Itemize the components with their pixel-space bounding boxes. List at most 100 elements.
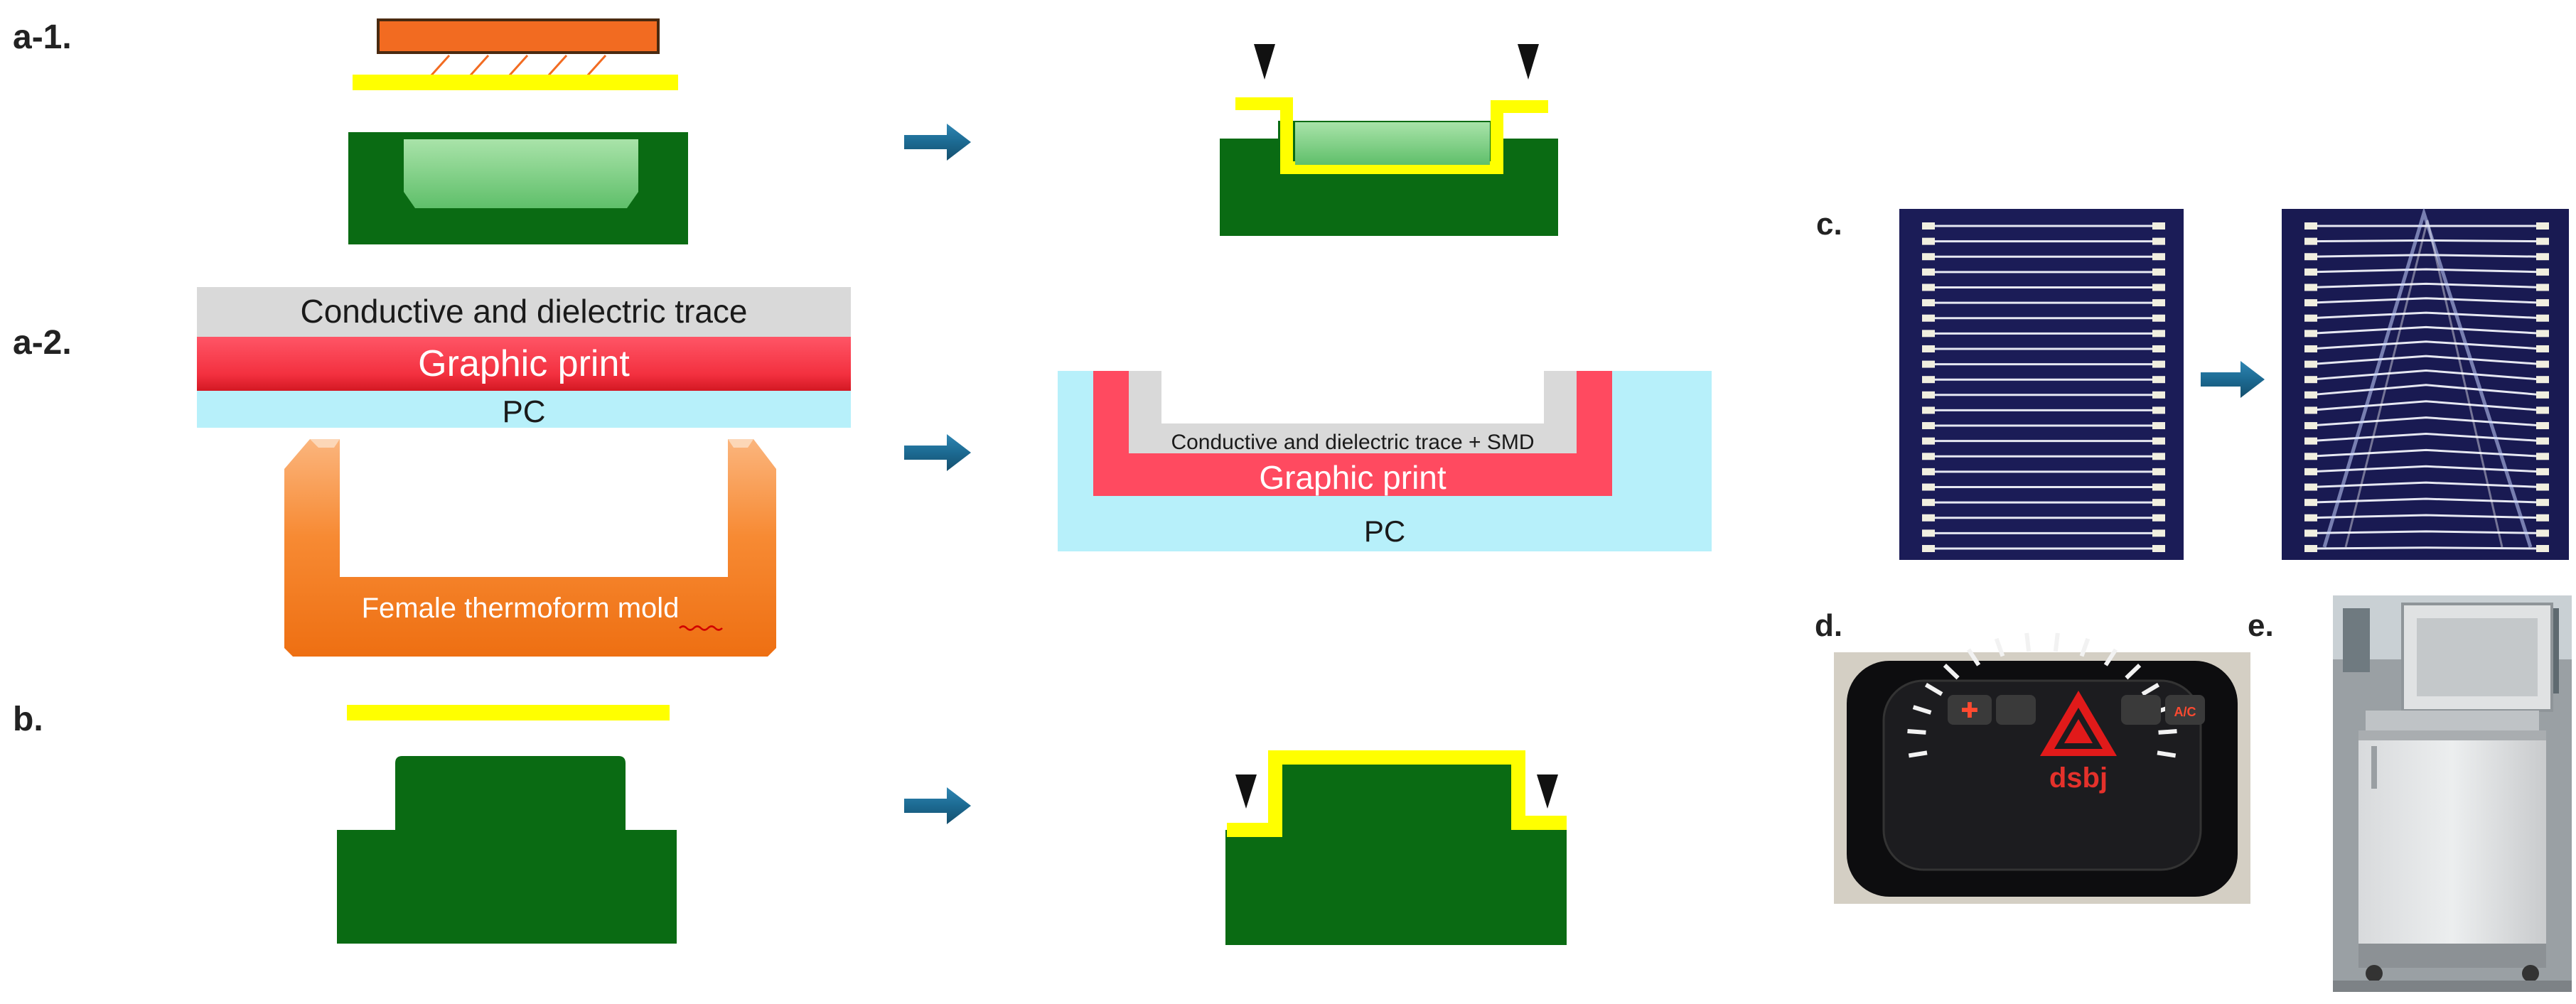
contact-pad bbox=[2152, 237, 2165, 245]
wire-trace bbox=[2309, 530, 2543, 534]
contact-pad bbox=[2304, 268, 2317, 276]
label-e: e. bbox=[2248, 608, 2274, 643]
contact-pad bbox=[2152, 376, 2165, 384]
indicator-dash bbox=[2024, 632, 2032, 652]
contact-pad bbox=[2152, 391, 2165, 399]
contact-pad bbox=[2152, 483, 2165, 491]
label-a2: a-2. bbox=[13, 324, 72, 362]
indicator-dash bbox=[1967, 648, 1981, 666]
button-icon bbox=[1948, 695, 1992, 725]
indicator-dash bbox=[2079, 637, 2091, 657]
contact-pad bbox=[2536, 330, 2549, 338]
contact-pad bbox=[2152, 468, 2165, 475]
indicator-dash bbox=[2141, 683, 2160, 696]
contact-pad bbox=[2152, 437, 2165, 445]
contact-pad bbox=[1922, 299, 1935, 307]
contact-pad bbox=[2536, 422, 2549, 430]
contact-pad bbox=[2304, 529, 2317, 537]
contact-pad bbox=[2152, 529, 2165, 537]
contact-pad bbox=[2152, 268, 2165, 276]
indicator-dash bbox=[2103, 648, 2118, 666]
graphic-layer bbox=[197, 337, 851, 391]
pc-label-formed: PC bbox=[1364, 514, 1405, 548]
button-icon bbox=[1996, 695, 2036, 725]
right-arrow-icon bbox=[904, 434, 971, 471]
indicator-dash bbox=[1943, 664, 1960, 680]
indicator-dash bbox=[2157, 750, 2177, 758]
contact-pad bbox=[2536, 345, 2549, 352]
contact-pad bbox=[2536, 284, 2549, 291]
contact-pad bbox=[1922, 545, 1935, 552]
contact-pad bbox=[1922, 499, 1935, 507]
contact-pad bbox=[1922, 453, 1935, 460]
mold-label: Female thermoform mold bbox=[362, 593, 680, 624]
indicator-dash bbox=[2053, 632, 2060, 652]
contact-pad bbox=[1922, 468, 1935, 475]
contact-pad bbox=[1922, 268, 1935, 276]
wire-trace bbox=[2309, 369, 2543, 381]
a1-result bbox=[1220, 97, 1558, 236]
contact-pad bbox=[2152, 406, 2165, 414]
contact-pad bbox=[2536, 453, 2549, 460]
contact-pad bbox=[1922, 391, 1935, 399]
trace-smd-label: Conductive and dielectric trace + SMD bbox=[1171, 431, 1534, 454]
b-film bbox=[347, 705, 670, 720]
label-b: b. bbox=[13, 701, 43, 738]
graphic-label: Graphic print bbox=[418, 343, 630, 384]
contact-pad bbox=[1922, 406, 1935, 414]
contact-pad bbox=[1922, 222, 1935, 230]
contact-pad bbox=[1922, 284, 1935, 291]
contact-pad bbox=[2152, 499, 2165, 507]
contact-pad bbox=[2152, 284, 2165, 291]
brand-logo: dsbj bbox=[2049, 762, 2108, 794]
contact-pad bbox=[2304, 483, 2317, 491]
contact-pad bbox=[2536, 222, 2549, 230]
contact-pad bbox=[1922, 360, 1935, 368]
indicator-dash bbox=[1994, 637, 2005, 657]
down-triangle-icon bbox=[1235, 774, 1257, 809]
contact-pad bbox=[2536, 268, 2549, 276]
warning-triangle-icon bbox=[2040, 691, 2117, 756]
contact-pad bbox=[1922, 529, 1935, 537]
indicator-dash bbox=[2125, 664, 2142, 680]
wire-trace bbox=[2309, 254, 2543, 258]
contact-pad bbox=[1922, 314, 1935, 322]
contact-pad bbox=[1922, 376, 1935, 384]
wire-trace bbox=[2309, 268, 2543, 274]
contact-pad bbox=[2304, 545, 2317, 552]
right-arrow-icon bbox=[904, 787, 971, 824]
wire-trace bbox=[2309, 514, 2543, 519]
pc-layer bbox=[197, 391, 851, 428]
contact-pad bbox=[2304, 330, 2317, 338]
wire-trace bbox=[2309, 340, 2543, 350]
contact-pad bbox=[2304, 514, 2317, 522]
indicator-dash bbox=[1907, 729, 1926, 735]
label-d: d. bbox=[1815, 608, 1842, 643]
contact-pad bbox=[2536, 391, 2549, 399]
contact-pad bbox=[2536, 483, 2549, 491]
contact-pad bbox=[2536, 299, 2549, 307]
wire-trace bbox=[2309, 325, 2543, 335]
contact-pad bbox=[2152, 314, 2165, 322]
contact-pad bbox=[2536, 545, 2549, 552]
contact-pad bbox=[2304, 422, 2317, 430]
wire-trace bbox=[2309, 311, 2543, 320]
contact-pad bbox=[2152, 514, 2165, 522]
indicator-dash bbox=[1924, 683, 1943, 696]
contact-pad bbox=[2152, 422, 2165, 430]
wire-trace bbox=[2309, 384, 2543, 396]
a1-film bbox=[353, 75, 678, 90]
b-result bbox=[1225, 750, 1567, 945]
contact-pad bbox=[1922, 422, 1935, 430]
a1-heater bbox=[377, 18, 660, 78]
contact-pad bbox=[2304, 437, 2317, 445]
contact-pad bbox=[2536, 437, 2549, 445]
wire-trace bbox=[2309, 448, 2543, 458]
plus-icon: ✚ bbox=[1960, 699, 1978, 723]
contact-pad bbox=[2304, 499, 2317, 507]
contact-pad bbox=[2304, 360, 2317, 368]
indicator-dash bbox=[1912, 705, 1932, 715]
contact-pad bbox=[2304, 468, 2317, 475]
contact-pad bbox=[2536, 529, 2549, 537]
